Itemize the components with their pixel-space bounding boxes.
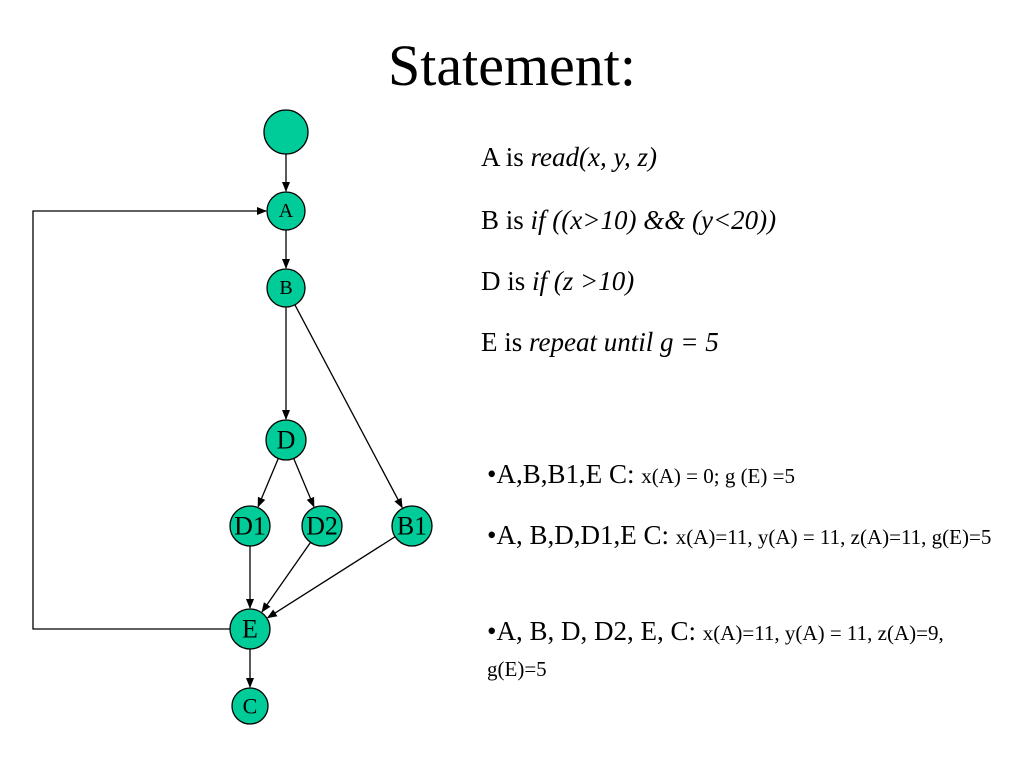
- node-d1: D1: [229, 505, 271, 547]
- node-c: C: [231, 687, 269, 725]
- test-path-3-conditions: x(A)=11, y(A) = 11, z(A)=9, g(E)=5: [487, 621, 944, 681]
- statement-a: A is read(x, y, z): [481, 141, 657, 173]
- node-d2: D2: [301, 505, 343, 547]
- statement-d-code: if (z >10): [532, 266, 635, 296]
- test-path-2-route: •A, B,D,D1,E C:: [487, 520, 676, 550]
- node-b-circle: [266, 268, 306, 308]
- edge-B1-E: [266, 536, 396, 619]
- test-path-3: •A, B, D, D2, E, C: x(A)=11, y(A) = 11, …: [487, 614, 1007, 686]
- statement-d: D is if (z >10): [481, 265, 634, 297]
- node-a: A: [266, 191, 306, 231]
- node-e: E: [229, 608, 271, 650]
- statement-e-code: repeat until g = 5: [529, 327, 719, 357]
- node-e-label: E: [242, 615, 258, 644]
- edge-D2-E: [261, 542, 312, 613]
- test-path-1: •A,B,B1,E C: x(A) = 0; g (E) =5: [487, 457, 1007, 493]
- statement-e-prefix: E is: [481, 327, 530, 357]
- statement-a-code: read(x, y, z): [530, 142, 657, 172]
- slide-title: Statement:: [387, 33, 637, 98]
- test-path-2-conditions: x(A)=11, y(A) = 11, z(A)=11, g(E)=5: [675, 525, 992, 549]
- node-b: B: [266, 268, 306, 308]
- node-d-label: D: [277, 426, 296, 455]
- edge-D-D1: [257, 458, 279, 508]
- edge-E-A-loop: [32, 207, 267, 630]
- statement-e: E is repeat until g = 5: [481, 326, 719, 358]
- statement-a-prefix: A is: [481, 142, 531, 172]
- node-d1-label: D1: [234, 512, 266, 541]
- test-path-3-route: •A, B, D, D2, E, C:: [487, 616, 703, 646]
- node-start: [263, 109, 309, 155]
- node-d1-circle: [229, 505, 271, 547]
- node-e-circle: [229, 608, 271, 650]
- node-start-circle: [263, 109, 309, 155]
- node-a-circle: [266, 191, 306, 231]
- node-d2-circle: [301, 505, 343, 547]
- test-path-2: •A, B,D,D1,E C: x(A)=11, y(A) = 11, z(A)…: [487, 518, 1007, 554]
- node-a-label: A: [279, 200, 294, 222]
- node-b1-label: B1: [397, 512, 427, 541]
- node-d: D: [265, 419, 307, 461]
- node-d-circle: [265, 419, 307, 461]
- node-c-circle: [231, 687, 269, 725]
- node-b1: B1: [391, 505, 433, 547]
- statement-d-prefix: D is: [481, 266, 533, 296]
- test-path-1-route: •A,B,B1,E C:: [487, 459, 642, 489]
- statement-b-code: if ((x>10) && (y<20)): [530, 205, 777, 235]
- edge-D-D2: [293, 458, 315, 508]
- node-b-label: B: [279, 277, 292, 299]
- node-b1-circle: [391, 505, 433, 547]
- test-path-1-conditions: x(A) = 0; g (E) =5: [641, 464, 795, 488]
- edge-B-B1: [294, 304, 403, 509]
- node-d2-label: D2: [306, 512, 338, 541]
- statement-b: B is if ((x>10) && (y<20)): [481, 204, 776, 236]
- statement-b-prefix: B is: [481, 205, 531, 235]
- node-c-label: C: [243, 694, 258, 719]
